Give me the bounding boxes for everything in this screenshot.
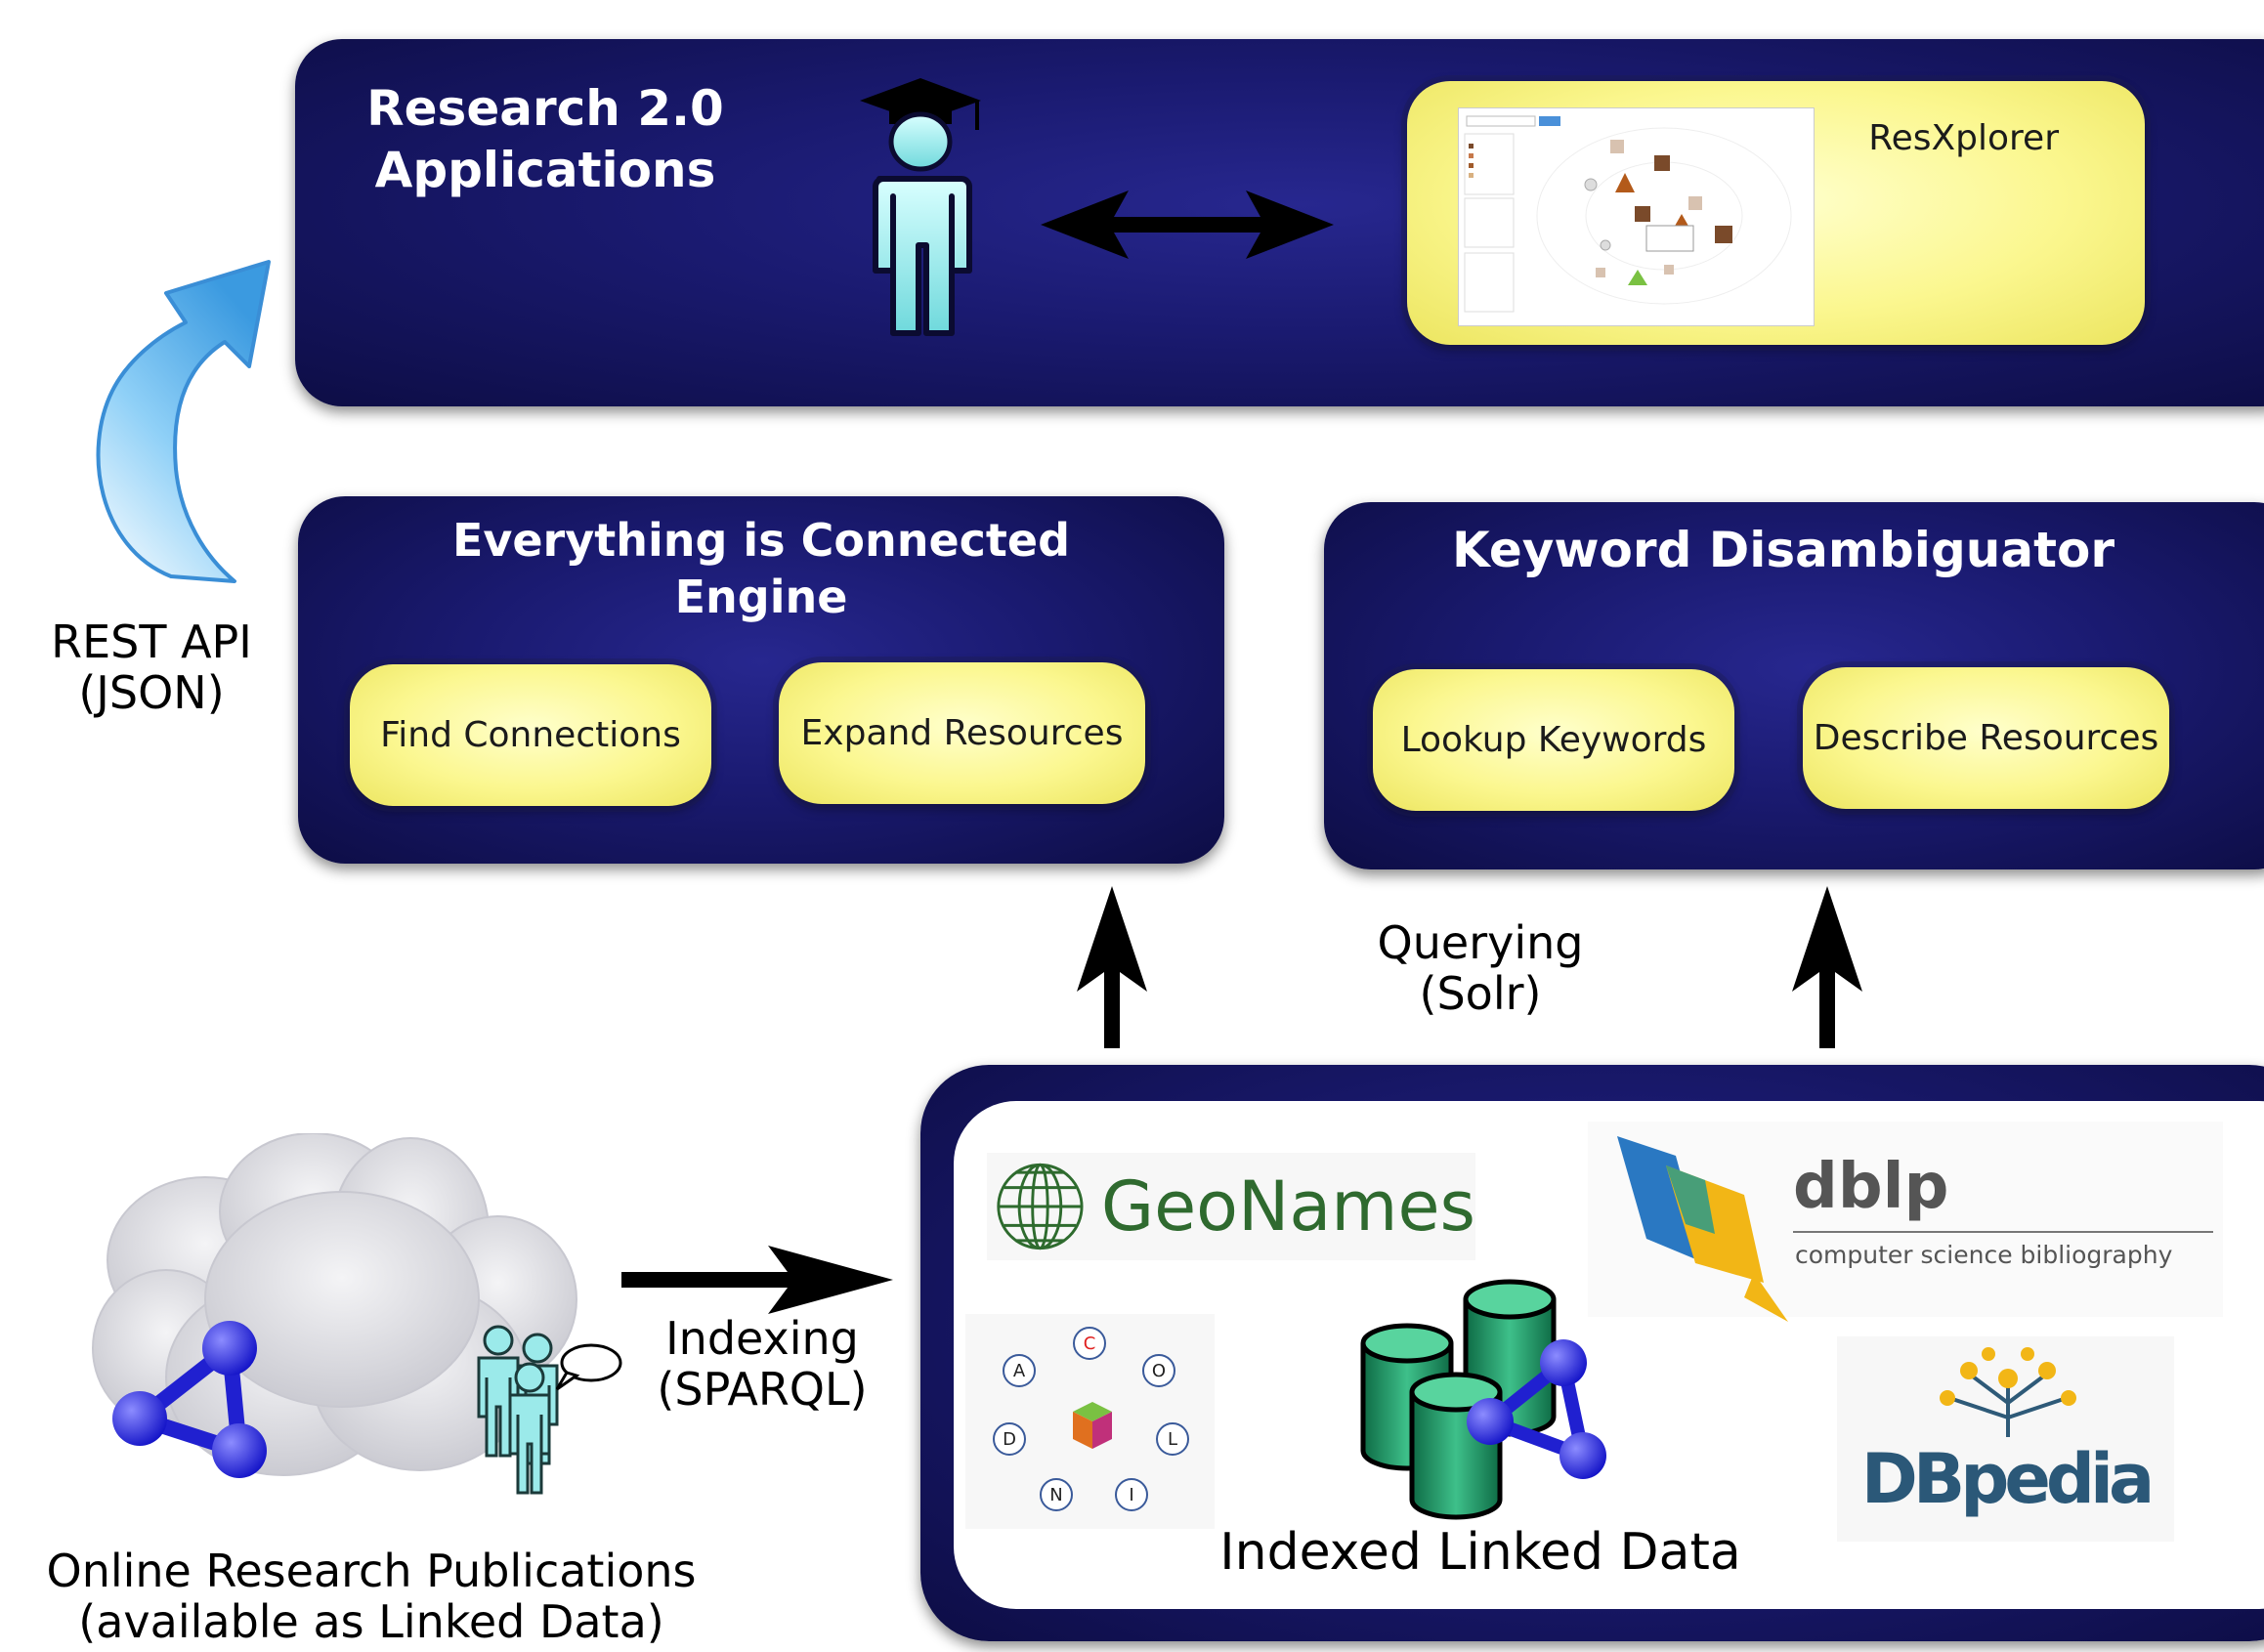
rest-api-label: REST API (JSON) [29, 615, 274, 719]
codoli-letter-c: C [1084, 1334, 1096, 1354]
graduate-person-icon [860, 78, 981, 336]
codoli-letter-d: D [1003, 1429, 1016, 1450]
up-arrow-engine-icon [1077, 886, 1147, 1048]
indexed-linked-data-label: Indexed Linked Data [1219, 1523, 1741, 1582]
rest-api-line1: REST API [51, 615, 252, 668]
lookup-keywords-button[interactable]: Lookup Keywords [1373, 669, 1734, 811]
engine-title-line2: Engine [674, 570, 848, 623]
codoli-letter-l: L [1168, 1429, 1177, 1450]
indexing-arrow-icon [621, 1246, 893, 1314]
research-applications-title: Research 2.0 Applications [311, 78, 780, 200]
cloud-caption: Online Research Publications (available … [0, 1546, 743, 1647]
codoli-letter-o: O [1152, 1361, 1166, 1381]
find-connections-button[interactable]: Find Connections [350, 664, 711, 806]
database-icon [1360, 1279, 1606, 1520]
double-arrow-icon [1041, 191, 1334, 259]
indexing-label: Indexing (SPARQL) [625, 1312, 899, 1416]
dblp-underline [1793, 1231, 2213, 1233]
globe-icon [997, 1163, 1084, 1250]
engine-title: Everything is Connected Engine [298, 513, 1224, 625]
describe-resources-button[interactable]: Describe Resources [1803, 667, 2169, 809]
geonames-logo: GeoNames [987, 1153, 1475, 1260]
dblp-title: dblp [1793, 1151, 1949, 1223]
codoli-letter-n: N [1049, 1485, 1062, 1505]
resxplorer-label: ResXplorer [1868, 118, 2059, 158]
codoli-letter-i: I [1129, 1485, 1133, 1505]
querying-line2: (Solr) [1419, 966, 1542, 1020]
dblp-logo: dblp computer science bibliography [1588, 1122, 2223, 1322]
dbpedia-logo: DBpedia [1837, 1336, 2174, 1542]
codoli-letter-a: A [1013, 1361, 1026, 1381]
rest-api-line2: (JSON) [78, 665, 225, 719]
indexing-line1: Indexing [665, 1312, 859, 1365]
people-icon [477, 1325, 622, 1495]
expand-resources-button[interactable]: Expand Resources [779, 662, 1145, 804]
dbpedia-text: DBpedia [1860, 1439, 2155, 1519]
resxplorer-screenshot [1458, 107, 1815, 326]
engine-title-line1: Everything is Connected [451, 514, 1071, 567]
dbpedia-mark-icon [1940, 1347, 2076, 1437]
cloud-caption-line1: Online Research Publications [46, 1545, 697, 1597]
research-title-line1: Research 2.0 [366, 80, 724, 137]
graph-icon [112, 1321, 267, 1478]
curved-up-arrow-icon [96, 260, 271, 583]
cloud-caption-line2: (available as Linked Data) [78, 1594, 664, 1648]
up-arrow-disambiguator-icon [1792, 886, 1862, 1048]
dblp-mark-icon [1617, 1136, 1788, 1322]
research-title-line2: Applications [374, 141, 716, 198]
disambiguator-title: Keyword Disambiguator [1452, 522, 2114, 578]
querying-label: Querying (Solr) [1329, 916, 1632, 1020]
codoli-logo: C O L I N D A [965, 1314, 1215, 1529]
dblp-subtitle: computer science bibliography [1795, 1241, 2173, 1269]
indexing-line2: (SPARQL) [657, 1362, 868, 1416]
querying-line1: Querying [1377, 916, 1584, 969]
geonames-text: GeoNames [1100, 1166, 1475, 1247]
